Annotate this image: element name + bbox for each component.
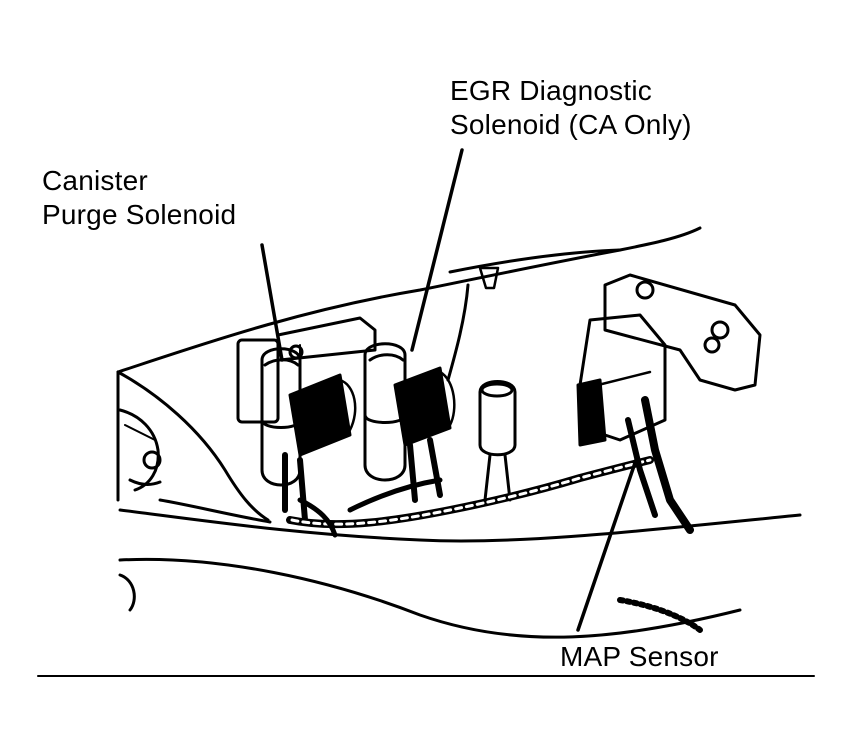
leader-map [576, 458, 638, 632]
leader-lines [260, 148, 638, 632]
intake-assembly [118, 498, 802, 639]
canister-purge-solenoid-label: Canister Purge Solenoid [42, 164, 236, 232]
label-line: Purge Solenoid [42, 199, 237, 230]
vacuum-connector [478, 380, 517, 502]
egr-diagnostic-solenoid-label: EGR Diagnostic Solenoid (CA Only) [450, 74, 692, 142]
label-line: Canister [42, 165, 148, 196]
label-line: MAP Sensor [560, 641, 719, 672]
map-sensor-label: MAP Sensor [560, 640, 719, 674]
canister-purge-solenoid [236, 338, 357, 523]
egr-diagnostic-solenoid [363, 342, 456, 503]
map-sensor [576, 273, 762, 534]
leader-egr [410, 148, 464, 352]
solenoid-bracket [276, 316, 377, 362]
left-fender [116, 370, 270, 522]
firewall-panel [116, 226, 702, 382]
label-line: Solenoid (CA Only) [450, 109, 692, 140]
leader-canister [260, 243, 284, 362]
wiring-harness [286, 456, 654, 538]
label-line: EGR Diagnostic [450, 75, 652, 106]
